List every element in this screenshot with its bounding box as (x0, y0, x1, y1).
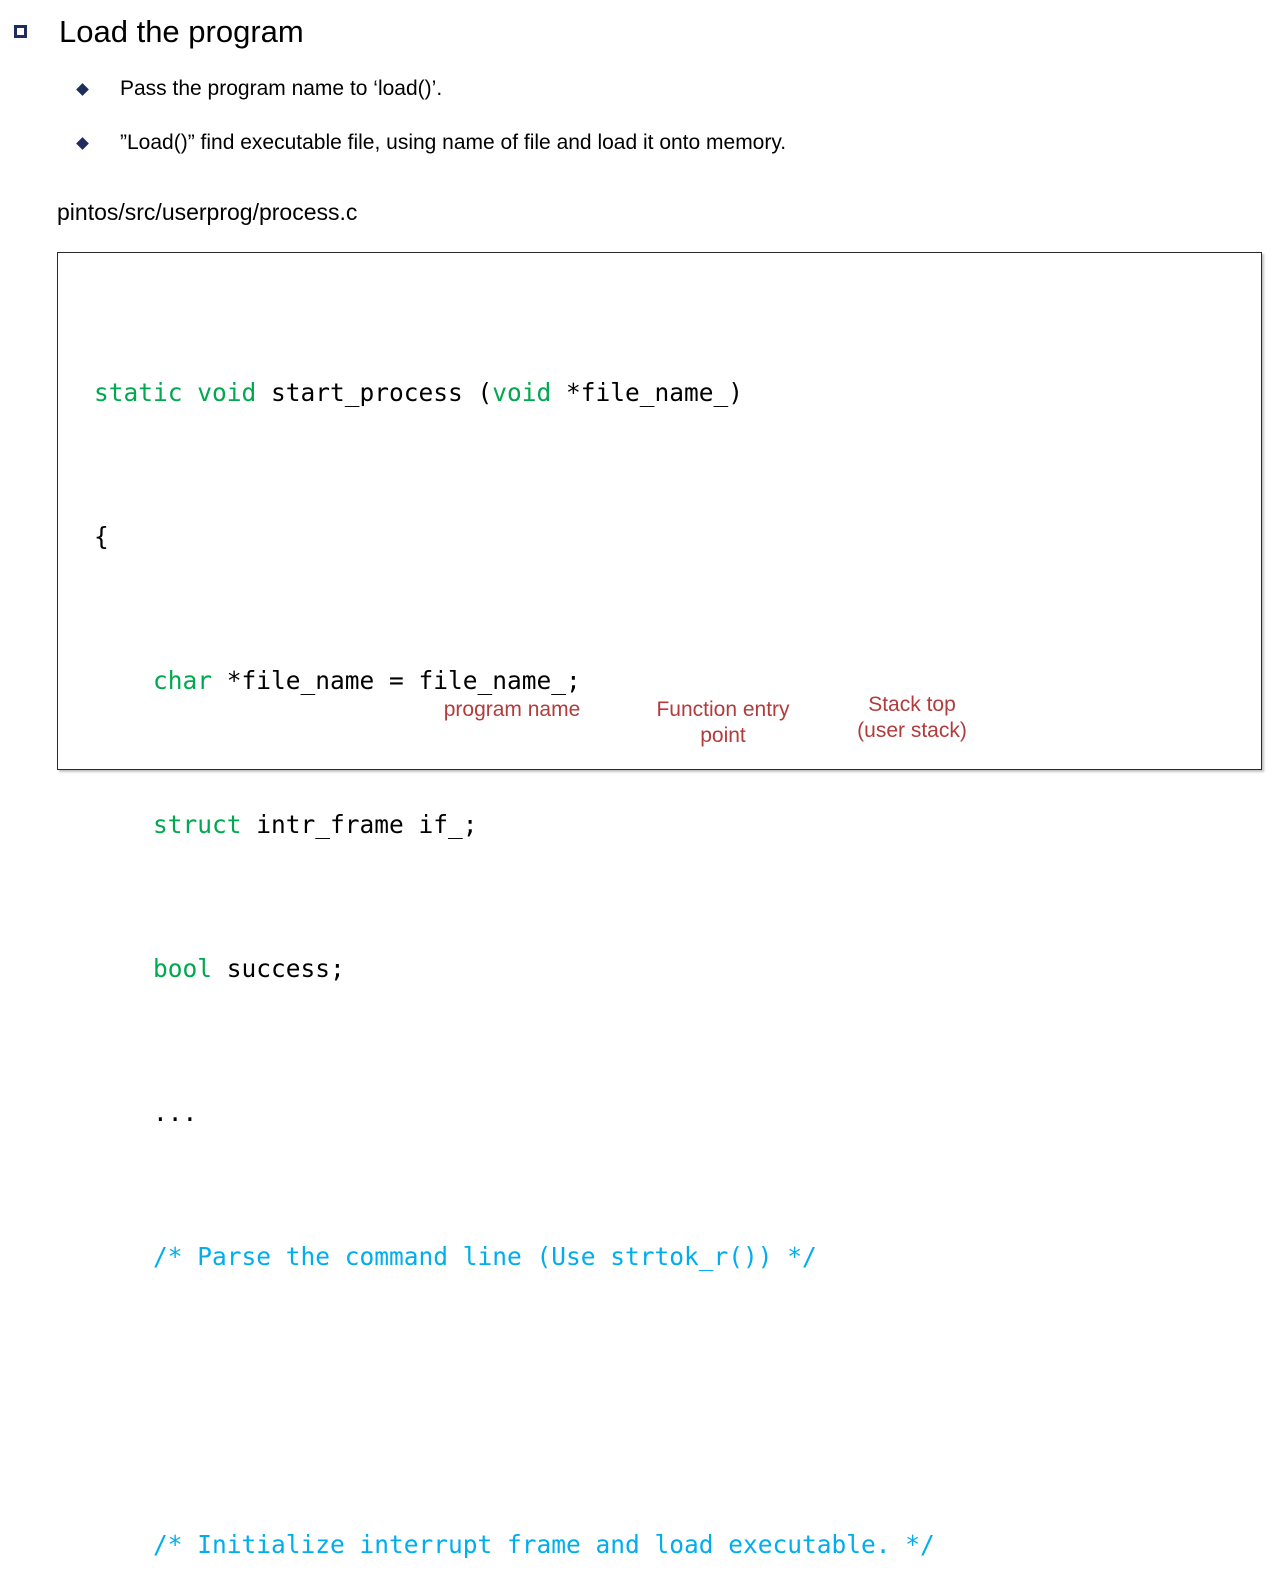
list-item: Pass the program name to ‘load()’. (76, 74, 443, 104)
code-line-2: { (94, 519, 1261, 555)
annotation-program-name: program name (443, 698, 581, 721)
code-keyword: void (492, 378, 552, 407)
code-keyword: struct (153, 810, 242, 839)
code-line-4: struct intr_frame if_; (94, 807, 1261, 843)
code-line-7: /* Parse the command line (Use strtok_r(… (94, 1239, 1261, 1275)
bullet-text: Pass the program name to ‘load()’. (120, 77, 443, 100)
annotation-stack-top: Stack top (user stack) (857, 693, 967, 742)
code-line-5: bool success; (94, 951, 1261, 987)
diamond-bullet-icon (76, 83, 89, 96)
code-text: start_process ( (256, 378, 493, 407)
code-keyword: bool (153, 954, 213, 983)
code-comment: /* Initialize interrupt frame and load e… (153, 1530, 935, 1559)
code-comment: /* Parse the command line (Use strtok_r(… (153, 1242, 817, 1271)
annotation-function-entry-point: Function entry point (656, 698, 790, 747)
diamond-bullet-icon (76, 137, 89, 150)
code-text: *file_name_) (551, 378, 744, 407)
slide-title-row: Load the program (14, 12, 304, 52)
code-line-1: static void start_process (void *file_na… (94, 375, 1261, 411)
code-text: *file_name = file_name_; (212, 666, 581, 695)
bullet-text: ”Load()” find executable file, using nam… (120, 131, 787, 154)
code-line-8-blank (94, 1383, 1261, 1419)
code-text: success; (212, 954, 345, 983)
square-outline-bullet-icon (14, 25, 27, 38)
list-item: ”Load()” find executable file, using nam… (76, 128, 787, 158)
code-line-9: /* Initialize interrupt frame and load e… (94, 1527, 1261, 1563)
code-text: { (94, 522, 109, 551)
code-keyword: static void (94, 378, 257, 407)
source-file-path: pintos/src/userprog/process.c (57, 199, 358, 225)
code-keyword: char (153, 666, 213, 695)
code-line-6: ... (94, 1095, 1261, 1131)
code-listing: static void start_process (void *file_na… (58, 253, 1261, 1580)
code-block: static void start_process (void *file_na… (57, 252, 1262, 1559)
page-title: Load the program (59, 14, 304, 49)
code-line-3: char *file_name = file_name_; (94, 663, 1261, 699)
code-ellipsis: ... (153, 1098, 198, 1127)
code-text: intr_frame if_; (241, 810, 478, 839)
